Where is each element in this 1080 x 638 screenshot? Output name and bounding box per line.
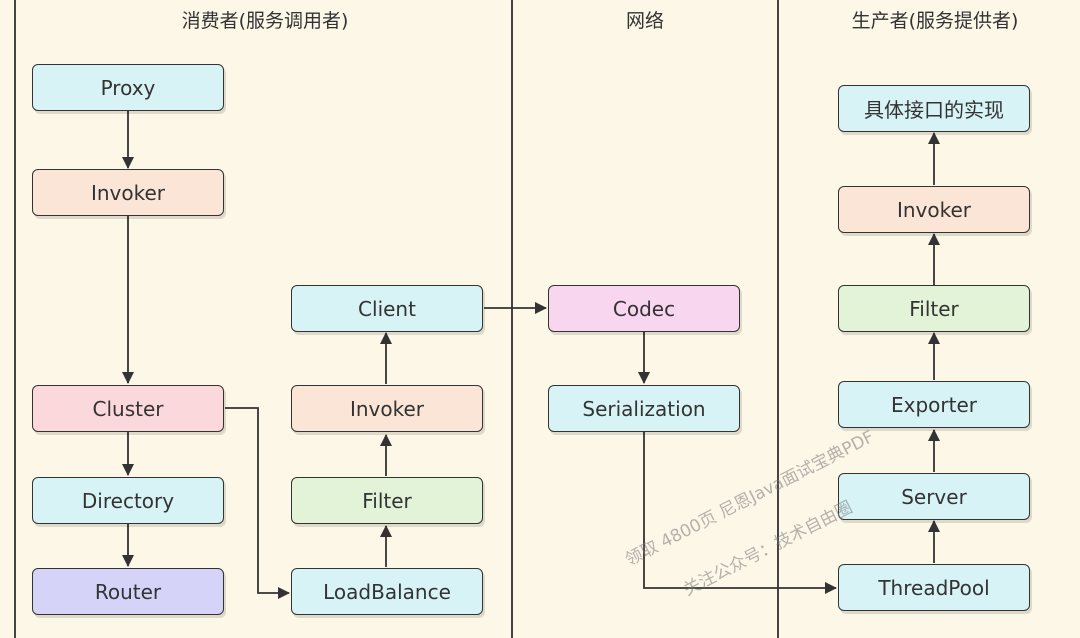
node-loadbalance: LoadBalance <box>291 568 483 615</box>
node-proxy: Proxy <box>32 64 224 111</box>
node-server: Server <box>838 473 1030 520</box>
node-router: Router <box>32 568 224 615</box>
edge-serialization-threadpool <box>643 432 837 594</box>
node-filter-consumer: Filter <box>291 477 483 524</box>
node-cluster: Cluster <box>32 385 224 432</box>
node-directory: Directory <box>32 477 224 524</box>
node-invoker-consumer: Invoker <box>32 169 224 216</box>
node-client: Client <box>291 285 483 332</box>
consumer-network-divider <box>511 0 513 638</box>
node-invoker-client: Invoker <box>291 385 483 432</box>
provider-column-title: 生产者(服务提供者) <box>851 10 1019 32</box>
node-invoker-provider: Invoker <box>838 186 1030 233</box>
network-provider-divider <box>777 0 779 638</box>
node-serialization: Serialization <box>548 385 740 432</box>
node-exporter: Exporter <box>838 381 1030 428</box>
node-impl: 具体接口的实现 <box>838 85 1030 132</box>
node-filter-provider: Filter <box>838 285 1030 332</box>
node-threadpool: ThreadPool <box>838 564 1030 611</box>
edge-cluster-loadbalance <box>225 407 290 599</box>
node-codec: Codec <box>548 285 740 332</box>
left-border-divider <box>14 0 16 638</box>
consumer-column-title: 消费者(服务调用者) <box>181 10 349 32</box>
network-column-title: 网络 <box>625 10 664 32</box>
